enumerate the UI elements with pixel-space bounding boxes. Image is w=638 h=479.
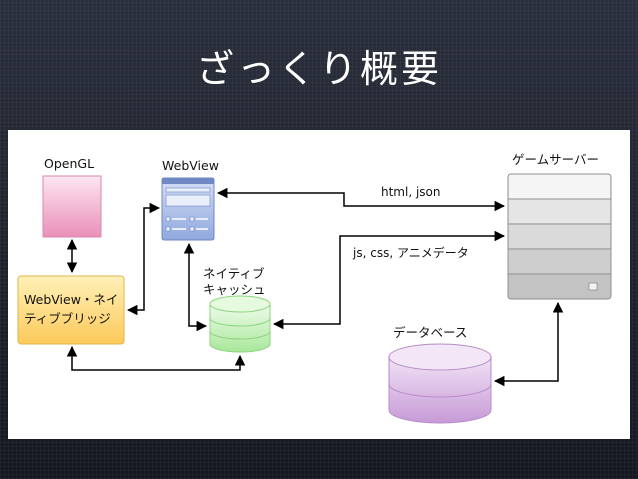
native-cache-label: ネイティブキャッシュ <box>203 266 266 297</box>
opengl-node <box>42 175 102 238</box>
webview-node <box>161 177 215 241</box>
slide-title: ざっくり概要 <box>195 47 442 91</box>
edge-bridge-webview <box>126 202 161 316</box>
edge-webview-cache <box>183 242 208 332</box>
opengl-label: OpenGL <box>44 156 95 171</box>
edge-label-html-json: html, json <box>381 185 441 199</box>
edge-webview-server <box>216 187 506 212</box>
edge-bridge-cache <box>66 345 246 371</box>
edge-server-database <box>493 301 564 387</box>
native-cache-node <box>209 295 271 353</box>
bridge-node <box>17 275 125 345</box>
database-node <box>388 343 492 424</box>
edge-cache-server <box>272 230 506 330</box>
database-label: データベース <box>393 325 468 340</box>
edge-label-js-css: js, css, アニメデータ <box>353 246 469 260</box>
bridge-label: WebView・ネイティブブリッジ <box>24 292 119 326</box>
webview-label: WebView <box>162 158 219 173</box>
game-server-node <box>507 173 612 300</box>
game-server-label: ゲームサーバー <box>512 152 600 167</box>
